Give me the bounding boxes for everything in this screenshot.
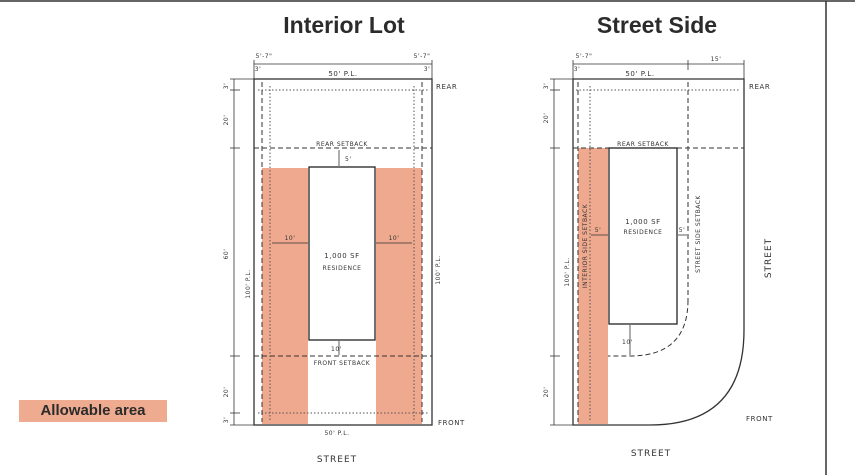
interior-dim-3-top: 3' (223, 83, 230, 89)
street-side-setback-label: STREET SIDE SETBACK (695, 195, 702, 273)
street-side-left-dim: 5'-7" (576, 53, 593, 60)
street-rear-setback-label: REAR SETBACK (617, 141, 669, 148)
street-right-label: STREET (764, 238, 774, 278)
street-dim-20-top: 20' (543, 113, 550, 124)
interior-side-right-dim: 5'-7" (414, 53, 431, 60)
street-interior-setback-label: INTERIOR SIDE SETBACK (582, 203, 589, 288)
allowable-area-legend: Allowable area (19, 400, 167, 422)
interior-dim-20-bottom: 20' (223, 387, 230, 398)
street-dim-3-top: 3' (543, 83, 550, 89)
interior-rear-label: REAR (436, 83, 457, 91)
street-dim-100-left: 100' P.L. (564, 257, 571, 286)
interior-side-left-small: 3' (255, 66, 261, 73)
interior-residence (308, 166, 376, 341)
street-dim-20-bottom: 20' (543, 387, 550, 398)
interior-lot-title: Interior Lot (283, 12, 405, 38)
interior-residence-area: 1,000 SF (324, 252, 360, 260)
street-gap-right: 5' (679, 227, 685, 234)
interior-gap-left: 10' (285, 235, 296, 242)
interior-side-right-small: 3' (424, 66, 430, 73)
street-property-line (572, 78, 745, 426)
street-gap-bottom: 10' (622, 339, 633, 346)
interior-gap-bottom: 10' (331, 346, 342, 353)
interior-property-line (253, 78, 433, 426)
interior-rear-setback-label: REAR SETBACK (316, 141, 368, 148)
street-side-panel: Street Side 1,000 SF RESIDENCE 5'-7" 3' … (543, 12, 774, 459)
street-gap-left: 5' (595, 227, 601, 234)
interior-top-pl-label: 50' P.L. (328, 70, 357, 78)
interior-gap-top: 5' (345, 156, 351, 163)
interior-residence-label: RESIDENCE (323, 265, 362, 272)
street-dim-15: 15' (711, 56, 722, 63)
street-front-setback-curve (608, 299, 689, 357)
interior-bottom-pl-label: 50' P.L. (324, 430, 349, 437)
interior-gap-right: 10' (389, 235, 400, 242)
interior-dim-100-right: 100' P.L. (435, 255, 442, 284)
street-bottom-label: STREET (631, 449, 671, 459)
street-residence-area: 1,000 SF (625, 218, 661, 226)
interior-dim-20-top: 20' (223, 115, 230, 126)
street-top-pl-label: 50' P.L. (625, 70, 654, 78)
interior-allowable-left (262, 168, 308, 424)
interior-side-left-dim: 5'-7" (256, 53, 273, 60)
interior-dim-60: 60' (223, 249, 230, 260)
interior-front-setback-label: FRONT SETBACK (314, 360, 371, 367)
street-rear-label: REAR (749, 83, 770, 91)
interior-lot-panel: Interior Lot 1,000 SF RESIDENCE 50' P.L.… (223, 12, 465, 465)
interior-dim-100-left: 100' P.L. (245, 269, 252, 298)
interior-front-label: FRONT (438, 419, 465, 427)
interior-dim-3-bottom: 3' (223, 417, 230, 423)
street-front-label: FRONT (746, 415, 773, 423)
street-allowable-left (578, 148, 608, 424)
street-residence-label: RESIDENCE (624, 229, 663, 236)
interior-allowable-right (376, 168, 422, 424)
street-side-left-small: 3' (574, 66, 580, 73)
street-side-title: Street Side (597, 12, 717, 38)
street-residence (608, 147, 678, 325)
interior-street-label: STREET (317, 455, 357, 465)
